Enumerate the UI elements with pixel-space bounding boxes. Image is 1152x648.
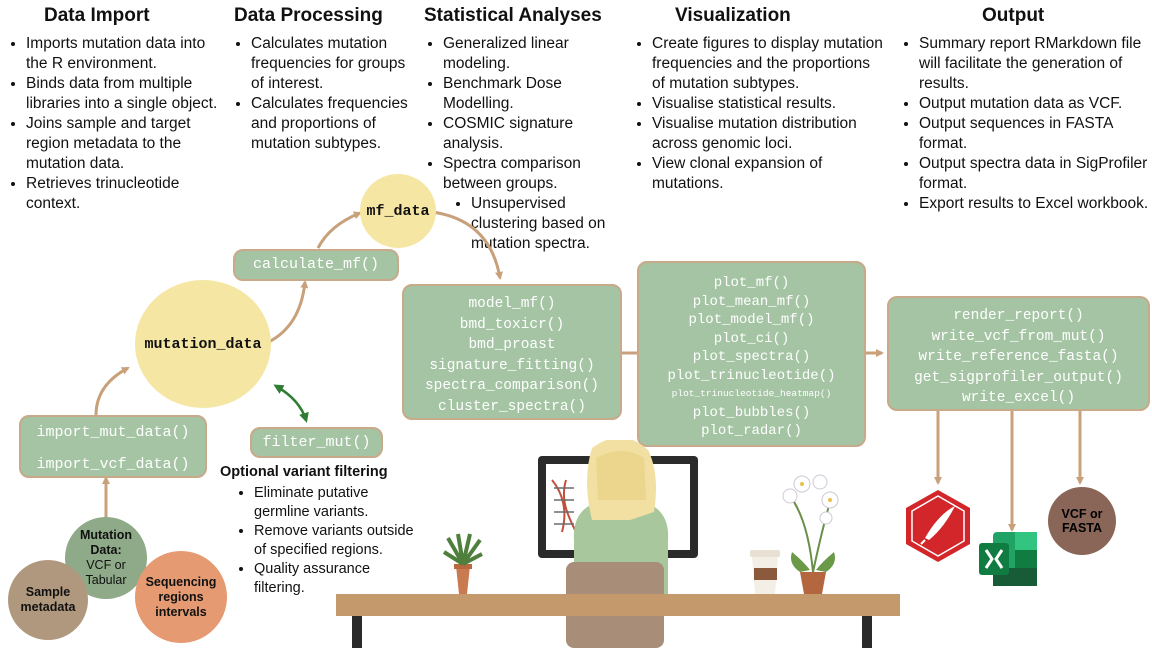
filter-mut-label: filter_mut() [262,434,371,451]
list-item: Benchmark Dose Modelling. [443,74,618,114]
filter-mut-box: filter_mut() [250,427,383,458]
list-item: COSMIC signature analysis. [443,114,618,154]
function-label: plot_mf() [713,275,790,291]
orchid-icon [782,474,839,594]
function-label: plot_spectra() [692,349,811,365]
function-label: get_sigprofiler_output() [914,369,1123,386]
arrow-import-to-mutation-data [94,366,130,416]
stats-bullets: Generalized linear modeling. Benchmark D… [425,34,618,194]
list-item: Binds data from multiple libraries into … [26,74,226,114]
excel-icon [979,532,1037,586]
stats-sub-bullet: Unsupervised clustering based on mutatio… [453,194,631,254]
output-format-label: VCF or FASTA [1061,507,1103,535]
list-item: Output spectra data in SigProfiler forma… [919,154,1152,194]
header-output: Output [982,5,1045,26]
function-label: plot_mean_mf() [692,293,811,310]
function-label: plot_trinucleotide_heatmap() [671,388,832,399]
function-label: import_vcf_data() [36,456,190,473]
function-label: bmd_proast [468,337,556,353]
function-label: spectra_comparison() [424,378,600,394]
list-item: Unsupervised clustering based on mutatio… [471,194,631,254]
viz-bullets: Create figures to display mutation frequ… [634,34,884,194]
header-visualization: Visualization [675,5,791,26]
viz-functions-box: plot_mf() plot_mean_mf() plot_model_mf()… [637,261,866,447]
output-bullets: Summary report RMarkdown file will facil… [901,34,1152,214]
function-label: write_reference_fasta() [918,349,1119,365]
list-item: Calculates mutation frequencies for grou… [251,34,421,94]
input-title: Sequencing regions intervals [145,574,217,619]
arrow-calculate-to-mf-data [316,211,362,249]
list-item: Summary report RMarkdown file will facil… [919,34,1152,94]
function-label: plot_radar() [701,423,802,439]
function-label: import_mut_data() [36,424,190,441]
list-item: Joins sample and target region metadata … [26,114,226,174]
input-subtitle: VCF or Tabular [85,558,127,587]
list-item: Calculates frequencies and proportions o… [251,94,421,154]
list-item: Generalized linear modeling. [443,34,618,74]
function-label: bmd_toxicr() [459,316,565,333]
output-functions-box: render_report() write_vcf_from_mut() wri… [887,296,1150,411]
list-item: Remove variants outside of specified reg… [254,522,424,560]
list-item: Spectra comparison between groups. [443,154,618,194]
function-label: plot_ci() [713,330,790,347]
function-label: write_excel() [961,390,1076,406]
function-label: cluster_spectra() [438,398,586,415]
list-item: View clonal expansion of mutations. [652,154,884,194]
list-item: Create figures to display mutation frequ… [652,34,884,94]
mf-data-label: mf_data [366,202,430,220]
input-title: Sample metadata [20,585,76,614]
list-item: Eliminate putative germline variants. [254,484,424,522]
function-label: render_report() [953,308,1084,324]
calculate-mf-label: calculate_mf() [252,256,380,273]
stats-functions-box: model_mf() bmd_toxicr() bmd_proast signa… [402,284,622,420]
import-functions-box: import_mut_data() import_vcf_data() [19,415,207,478]
filtering-title: Optional variant filtering [220,464,388,480]
list-item: Visualise mutation distribution across g… [652,114,884,154]
list-item: Output sequences in FASTA format. [919,114,1152,154]
import-bullets: Imports mutation data into the R environ… [8,34,226,214]
header-statistical-analyses: Statistical Analyses [424,5,602,26]
function-label: plot_bubbles() [692,404,811,421]
mutation-data-node: mutation_data [135,280,271,408]
plant-icon [442,533,483,594]
function-label: model_mf() [468,296,556,312]
sequencing-regions-circle: Sequencing regions intervals [135,551,227,643]
function-label: plot_model_mf() [688,312,815,328]
filtering-bullets: Eliminate putative germline variants. Re… [236,484,424,598]
sample-metadata-circle: Sample metadata [8,560,88,640]
function-label: plot_trinucleotide() [667,367,836,384]
function-label: write_vcf_from_mut() [931,328,1106,345]
list-item: Quality assurance filtering. [254,560,424,598]
input-title: Mutation Data: [79,528,133,557]
arrow-mf-data-to-stats [431,210,503,280]
vcf-fasta-circle: VCF or FASTA [1048,487,1116,555]
mf-data-node: mf_data [360,174,436,248]
processing-bullets: Calculates mutation frequencies for grou… [233,34,421,154]
function-label: signature_fitting() [429,357,595,374]
arrow-mutation-data-filter [273,384,309,423]
header-data-import: Data Import [44,5,150,26]
calculate-mf-box: calculate_mf() [233,249,399,281]
list-item: Visualise statistical results. [652,94,884,114]
list-item: Export results to Excel workbook. [919,194,1152,214]
list-item: Output mutation data as VCF. [919,94,1152,114]
person-at-desk-illustration [336,440,900,648]
rmarkdown-icon [906,490,970,562]
header-data-processing: Data Processing [234,5,383,26]
mutation-data-label: mutation_data [144,335,262,353]
coffee-cup-icon [750,550,780,594]
list-item: Retrieves trinucleotide context. [26,174,226,214]
list-item: Imports mutation data into the R environ… [26,34,226,74]
